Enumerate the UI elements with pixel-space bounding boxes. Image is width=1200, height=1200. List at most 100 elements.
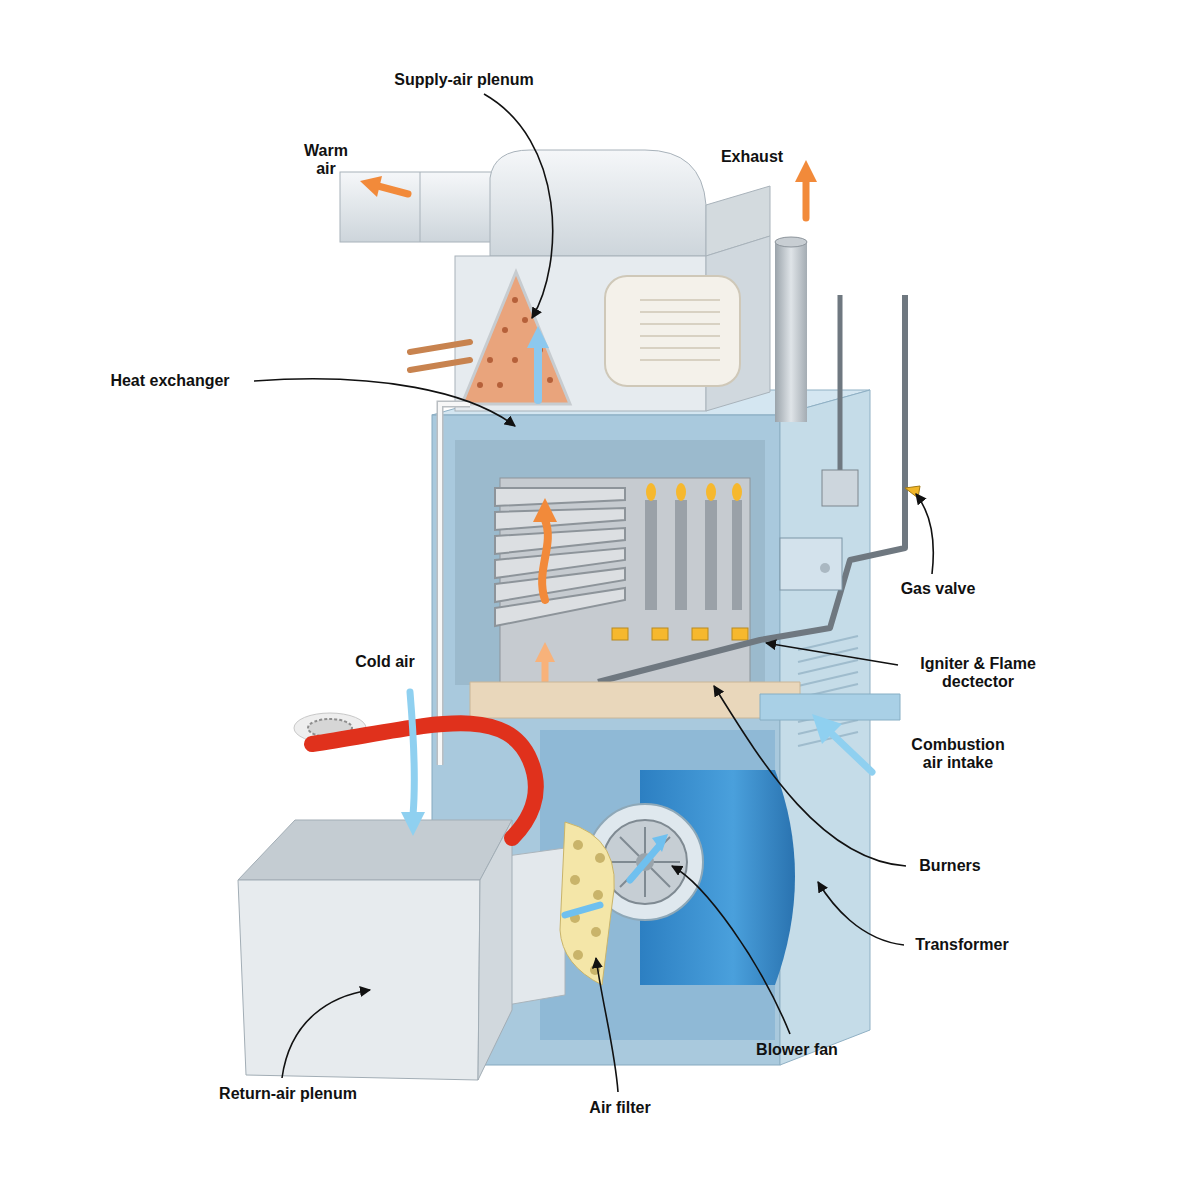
- airflow-arrows: [410, 692, 414, 815]
- exhaust-pipe: [775, 237, 807, 422]
- leader-lines: [766, 643, 898, 665]
- return-air-plenum: [238, 880, 480, 1080]
- heat-exchanger: [645, 500, 742, 610]
- supply-air-plenum: [640, 335, 720, 337]
- heat-exchanger: [646, 483, 656, 501]
- air-filter: [560, 822, 614, 985]
- heat-exchanger: [646, 483, 742, 501]
- return-air-plenum: [238, 820, 512, 880]
- heat-exchanger: [732, 483, 742, 501]
- airflow-arrows: [812, 714, 842, 744]
- heat-exchanger: [732, 500, 742, 610]
- furnace-cabinet: [798, 636, 858, 746]
- airflow-arrows: [401, 812, 425, 836]
- furnace-cabinet: [798, 660, 858, 674]
- airflow-arrows: [360, 176, 382, 197]
- leader-lines: [254, 379, 515, 426]
- blower-section: [652, 834, 668, 852]
- refrigerant-lines: [410, 342, 470, 765]
- airflow-arrows: [312, 723, 536, 838]
- airflow-label: Warm air: [297, 142, 355, 179]
- shelf: [470, 682, 800, 718]
- airflow-label: Combustion air intake: [902, 736, 1014, 773]
- heat-exchanger: [612, 628, 628, 640]
- supply-air-plenum: [340, 150, 770, 411]
- supply-air-plenum: [640, 311, 720, 313]
- supply-air-plenum: [605, 276, 740, 386]
- refrigerant-lines: [440, 404, 470, 765]
- refrigerant-lines: [410, 342, 470, 352]
- return-air-plenum: [478, 820, 512, 1080]
- leader-lines: [596, 958, 618, 1092]
- air-filter: [573, 950, 583, 960]
- airflow-arrows: [378, 186, 408, 194]
- airflow-arrows: [803, 178, 810, 218]
- supply-air-plenum: [497, 382, 503, 388]
- part-label: Igniter & Flame dectector: [906, 655, 1051, 692]
- exhaust-pipe: [775, 237, 807, 247]
- return-air-plenum: [238, 820, 512, 1080]
- supply-air-plenum: [487, 357, 493, 363]
- heat-exchanger: [495, 488, 625, 506]
- supply-air-plenum: [502, 327, 508, 333]
- part-label: Heat exchanger: [110, 372, 229, 390]
- airflow-label: Exhaust: [721, 148, 783, 166]
- heat-exchanger: [705, 500, 717, 610]
- gas-line: [822, 470, 858, 506]
- airflow-arrows: [795, 160, 817, 182]
- supply-air-plenum: [640, 323, 720, 325]
- furnace-cabinet: [798, 636, 858, 650]
- heat-exchanger: [495, 488, 625, 626]
- part-label: Burners: [919, 857, 980, 875]
- part-label: Blower fan: [756, 1041, 838, 1059]
- furnace-cabinet: [780, 390, 870, 1065]
- supply-air-plenum: [420, 172, 421, 242]
- air-filter: [573, 840, 583, 850]
- shelf: [760, 694, 900, 720]
- part-label: Gas valve: [901, 580, 976, 598]
- gas-line: [780, 538, 842, 590]
- supply-air-plenum: [640, 347, 720, 349]
- supply-air-plenum: [640, 359, 720, 361]
- airflow-label: Cold air: [355, 653, 415, 671]
- air-filter: [570, 875, 580, 885]
- blower-section: [630, 845, 660, 880]
- leader-lines: [254, 94, 933, 1092]
- leader-lines: [672, 866, 790, 1034]
- heat-exchanger: [495, 588, 625, 626]
- leader-lines: [484, 94, 553, 318]
- supply-air-plenum: [547, 377, 553, 383]
- supply-air-plenum: [534, 345, 542, 400]
- supply-air-plenum: [640, 300, 720, 360]
- heat-exchanger: [675, 500, 687, 610]
- heat-exchanger: [612, 628, 748, 640]
- airflow-arrows: [312, 160, 872, 838]
- air-filter: [593, 890, 603, 900]
- part-label: Air filter: [589, 1099, 650, 1117]
- gas-line: [838, 295, 843, 470]
- heat-exchanger: [676, 483, 686, 501]
- refrigerant-lines: [440, 404, 470, 765]
- furnace-cabinet: [798, 672, 858, 686]
- air-filter: [565, 905, 600, 915]
- supply-air-plenum: [512, 297, 518, 303]
- heat-exchanger: [535, 642, 555, 662]
- shelf: [470, 682, 900, 720]
- heat-exchanger: [542, 520, 548, 600]
- airflow-arrows: [830, 732, 872, 772]
- gas-line: [820, 563, 830, 573]
- supply-air-plenum: [640, 299, 720, 301]
- supply-air-plenum: [512, 357, 518, 363]
- heat-exchanger: [706, 483, 716, 501]
- supply-air-plenum: [477, 382, 483, 388]
- supply-air-plenum: [462, 272, 570, 404]
- leader-lines: [916, 494, 933, 574]
- refrigerant-lines: [410, 360, 470, 370]
- heat-exchanger: [652, 628, 668, 640]
- leader-lines: [714, 686, 906, 866]
- air-filter: [591, 927, 601, 937]
- leader-lines: [282, 990, 370, 1078]
